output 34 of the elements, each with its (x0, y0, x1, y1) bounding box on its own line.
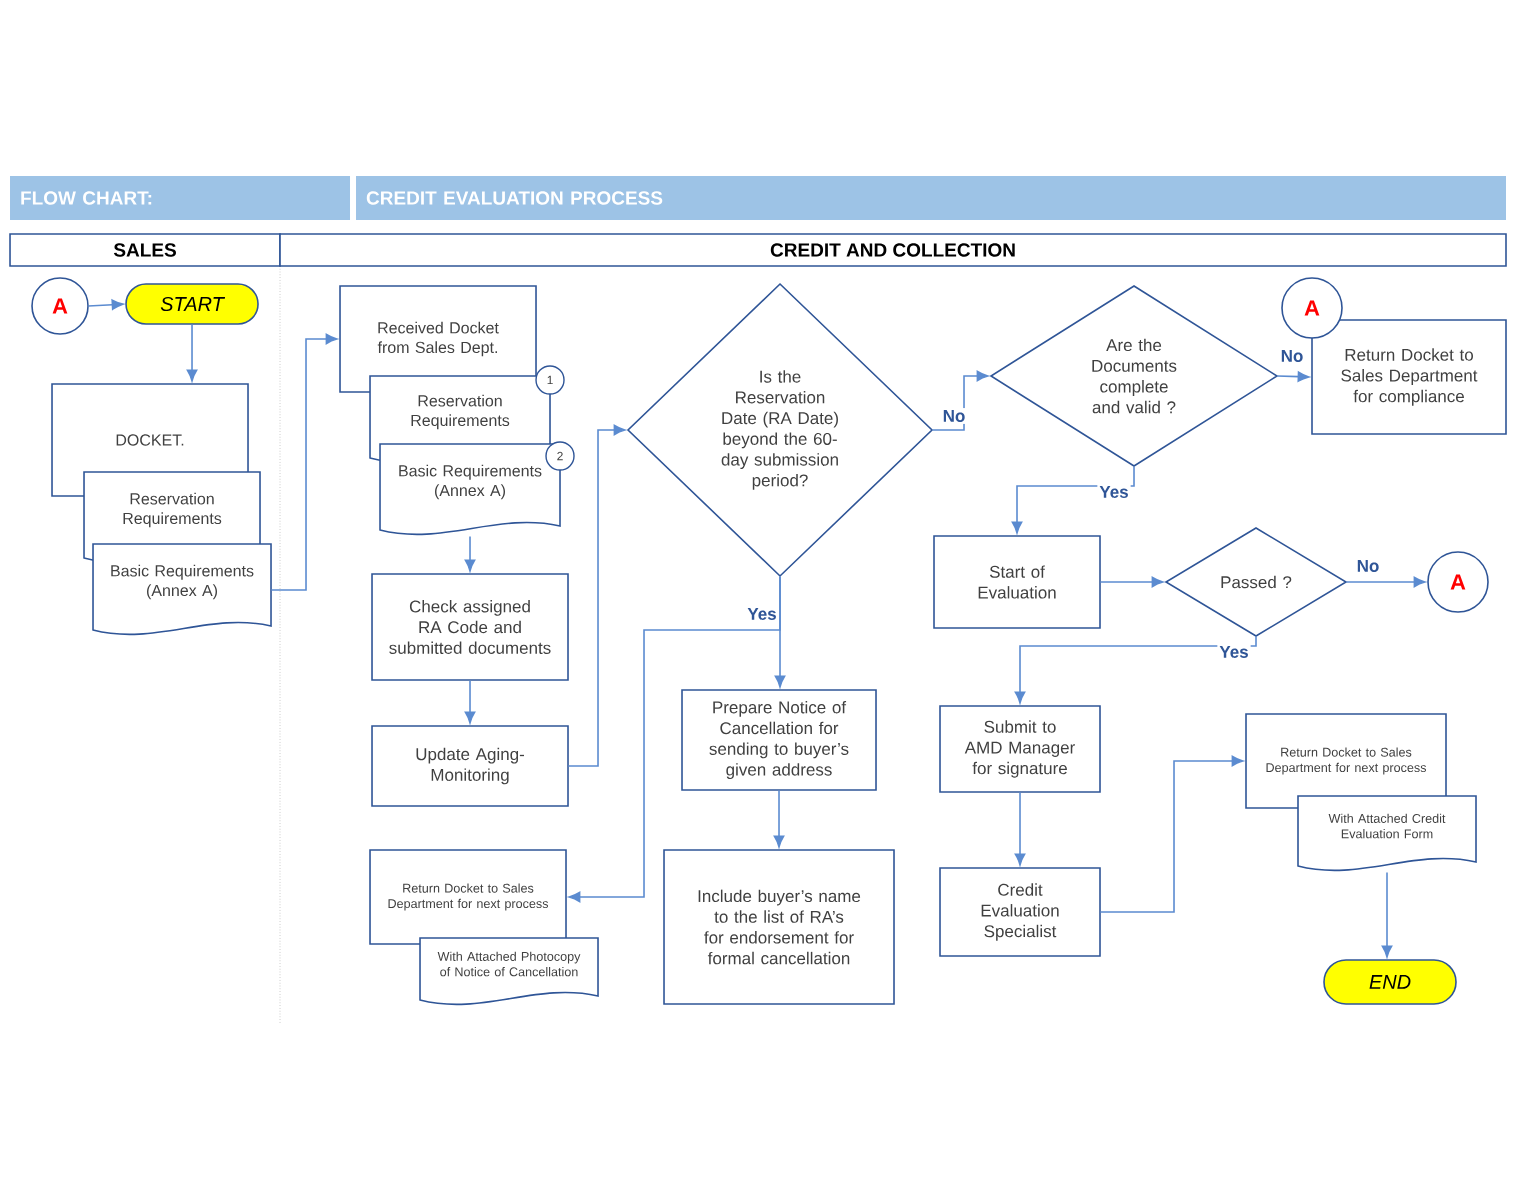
process-box: Credit Evaluation Specialist (939, 867, 1101, 957)
arrow (773, 789, 785, 848)
lane-header: SALES (9, 233, 281, 267)
edge-label: Yes (1097, 484, 1131, 500)
arrow (1099, 576, 1164, 588)
arrow (186, 323, 198, 382)
edge-label: No (940, 408, 968, 424)
process-box: Submit to AMD Manager for signature (939, 705, 1101, 793)
arrow (1014, 791, 1026, 866)
arrow (464, 679, 476, 724)
edge-label: No (1278, 348, 1306, 364)
process-box: Update Aging-Monitoring (371, 725, 569, 807)
arrow (931, 370, 989, 431)
arrow (568, 575, 781, 903)
arrow (1014, 635, 1257, 704)
process-box: Start of Evaluation (933, 535, 1101, 629)
process-box: Return Docket to Sales Department for compliance (1311, 319, 1507, 435)
process-box: Include buyer’s name to the list of RA’s for endorsement for formal cancellation (663, 849, 895, 1005)
arrow (1345, 576, 1426, 588)
edge-label: Yes (1217, 644, 1251, 660)
process-box: Check assigned RA Code and submitted documents (371, 573, 569, 681)
arrow (464, 535, 476, 572)
arrow (87, 299, 124, 310)
arrow (1099, 755, 1244, 913)
edge-label: No (1354, 558, 1382, 574)
arrow (1276, 371, 1310, 382)
header-band: CREDIT EVALUATION PROCESS (356, 176, 1506, 220)
arrow (1381, 871, 1393, 958)
edge-label: Yes (745, 606, 779, 622)
process-box: Prepare Notice of Cancellation for sending to buyer’s given address (681, 689, 877, 791)
header-band: FLOW CHART: (10, 176, 350, 220)
arrow (1011, 465, 1135, 534)
arrow (270, 333, 338, 591)
arrow (567, 424, 626, 767)
